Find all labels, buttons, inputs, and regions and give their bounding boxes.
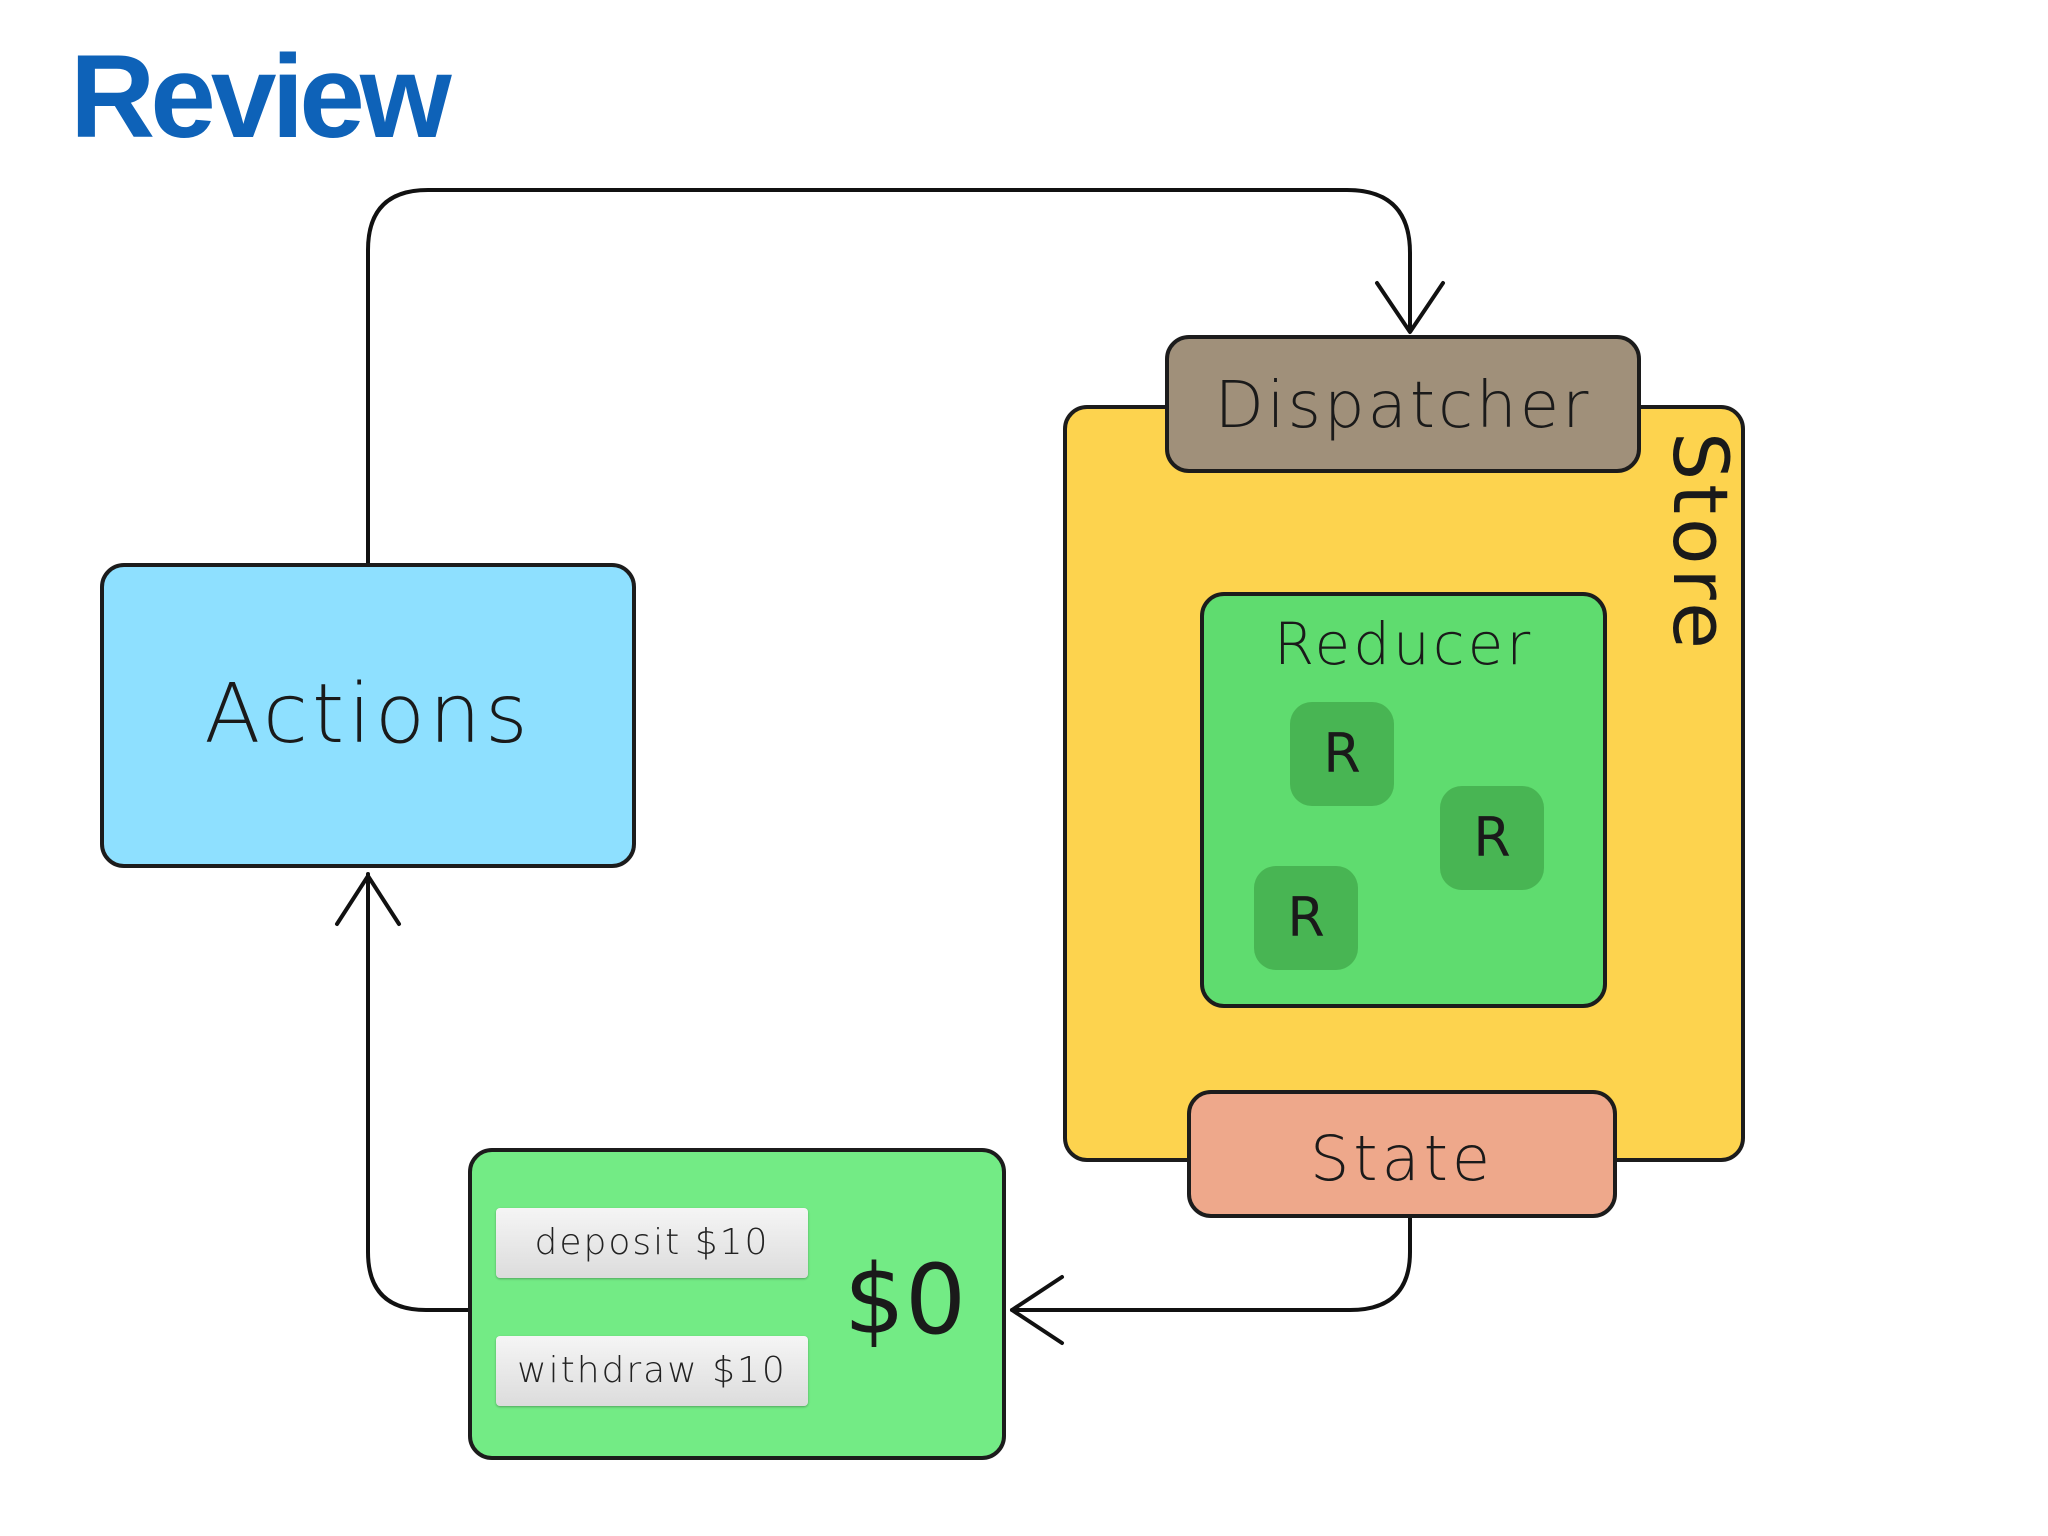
state-label: State xyxy=(1309,1122,1495,1195)
sub-reducer: R xyxy=(1290,702,1394,806)
sub-reducer: R xyxy=(1254,866,1358,970)
arrowhead-dispatcher xyxy=(1375,281,1445,334)
connector-view-to-actions xyxy=(366,872,470,1312)
page-title: Review xyxy=(70,31,452,163)
dispatcher-box: Dispatcher xyxy=(1165,335,1641,473)
connector-state-to-view xyxy=(1010,1216,1412,1312)
arrowhead-view xyxy=(1010,1275,1064,1345)
state-box: State xyxy=(1187,1090,1617,1218)
view-box: deposit $10 withdraw $10 $0 xyxy=(468,1148,1006,1460)
sub-reducer: R xyxy=(1440,786,1544,890)
reducer-label: Reducer xyxy=(1273,610,1534,678)
deposit-button[interactable]: deposit $10 xyxy=(496,1208,808,1278)
actions-box: Actions xyxy=(100,563,636,868)
withdraw-button[interactable]: withdraw $10 xyxy=(496,1336,808,1406)
store-label: Store xyxy=(1656,432,1745,653)
arrowhead-actions xyxy=(335,874,401,926)
reducer-box: Reducer R R R xyxy=(1200,592,1607,1008)
dispatcher-label: Dispatcher xyxy=(1214,369,1592,443)
balance-display: $0 xyxy=(843,1244,967,1356)
actions-label: Actions xyxy=(204,667,532,762)
connector-actions-to-dispatcher xyxy=(366,188,1412,565)
